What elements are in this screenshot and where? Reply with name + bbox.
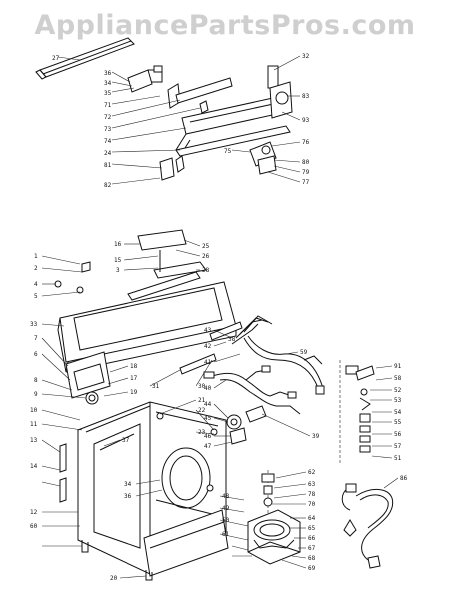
part-label: 70 — [308, 501, 316, 508]
cabinet-top-assembly — [41, 229, 237, 373]
part-label: 39 — [312, 433, 320, 440]
part-label: 69 — [308, 565, 316, 572]
part-number-labels: 27 36 34 35 71 72 73 74 24 81 82 32 83 7… — [30, 53, 408, 582]
part-label: 71 — [104, 102, 112, 109]
part-label: 76 — [302, 139, 310, 146]
wiring-harness — [203, 315, 325, 447]
part-label: 59 — [300, 349, 308, 356]
part-label: 43 — [204, 327, 212, 334]
part-label: 60 — [30, 523, 38, 530]
part-label: 42 — [204, 343, 212, 350]
part-label: 6 — [34, 351, 38, 358]
part-label: 75 — [224, 148, 232, 155]
part-label: 80 — [302, 159, 310, 166]
part-label: 21 — [198, 397, 206, 404]
part-label: 17 — [130, 375, 138, 382]
part-label: 24 — [104, 150, 112, 157]
part-label: 7 — [34, 335, 38, 342]
part-label: 28 — [202, 267, 210, 274]
part-label: 67 — [308, 545, 316, 552]
part-label: 48 — [222, 493, 230, 500]
part-label: 12 — [30, 509, 38, 516]
part-label: 37 — [122, 437, 130, 444]
part-label: 53 — [394, 397, 402, 404]
part-label: 9 — [34, 391, 38, 398]
pump-assembly — [219, 470, 307, 569]
part-label: 14 — [30, 463, 38, 470]
part-label: 19 — [130, 389, 138, 396]
part-label: 46 — [204, 433, 212, 440]
part-label: 18 — [130, 363, 138, 370]
cabinet-body — [41, 321, 243, 581]
part-label: 78 — [308, 491, 316, 498]
part-label: 38 — [228, 336, 236, 343]
part-label: 83 — [302, 93, 310, 100]
part-label: 79 — [302, 169, 310, 176]
part-label: 3 — [116, 267, 120, 274]
part-label: 34 — [124, 481, 132, 488]
part-label: 36 — [124, 493, 132, 500]
power-cord — [341, 477, 399, 569]
part-label: 2 — [34, 265, 38, 272]
part-label: 20 — [110, 575, 118, 582]
switch-parts-column — [339, 360, 393, 464]
part-label: 47 — [204, 443, 212, 450]
part-label: 5 — [34, 293, 38, 300]
console-assembly — [35, 37, 301, 185]
part-label: 65 — [308, 525, 316, 532]
part-label: 57 — [394, 443, 402, 450]
part-label: 13 — [30, 437, 38, 444]
part-label: 40 — [204, 385, 212, 392]
part-label: 10 — [30, 407, 38, 414]
part-label: 56 — [394, 431, 402, 438]
part-label: 64 — [308, 515, 316, 522]
part-label: 66 — [308, 535, 316, 542]
part-label: 32 — [302, 53, 310, 60]
part-label: 77 — [302, 179, 310, 186]
part-label: 33 — [30, 321, 38, 328]
part-label: 49 — [222, 505, 230, 512]
part-label: 52 — [394, 387, 402, 394]
part-label: 36 — [104, 70, 112, 77]
part-label: 74 — [104, 138, 112, 145]
part-label: 11 — [30, 421, 38, 428]
part-label: 8 — [34, 377, 38, 384]
part-label: 63 — [308, 481, 316, 488]
part-label: 27 — [52, 55, 60, 62]
part-label: 91 — [394, 363, 402, 370]
part-label: 58 — [394, 375, 402, 382]
part-label: 73 — [104, 126, 112, 133]
part-label: 16 — [114, 241, 122, 248]
part-label: 45 — [204, 415, 212, 422]
part-label: 31 — [152, 383, 160, 390]
part-label: 62 — [308, 469, 316, 476]
part-label: 93 — [302, 117, 310, 124]
part-label: 68 — [308, 555, 316, 562]
part-label: 82 — [104, 182, 112, 189]
part-label: 54 — [394, 409, 402, 416]
part-label: 34 — [104, 80, 112, 87]
part-label: 26 — [202, 253, 210, 260]
part-label: 55 — [394, 419, 402, 426]
part-label: 35 — [104, 90, 112, 97]
part-label: 61 — [222, 531, 230, 538]
part-label: 86 — [400, 475, 408, 482]
part-label: 23 — [198, 429, 206, 436]
part-label: 51 — [394, 455, 402, 462]
part-label: 25 — [202, 243, 210, 250]
part-label: 41 — [204, 359, 212, 366]
part-label: 72 — [104, 114, 112, 121]
part-label: 44 — [204, 401, 212, 408]
part-label: 4 — [34, 281, 38, 288]
part-label: 50 — [222, 517, 230, 524]
part-label: 1 — [34, 253, 38, 260]
part-label: 81 — [104, 162, 112, 169]
part-label: 15 — [114, 257, 122, 264]
part-label: 30 — [198, 383, 206, 390]
part-label: 22 — [198, 407, 206, 414]
